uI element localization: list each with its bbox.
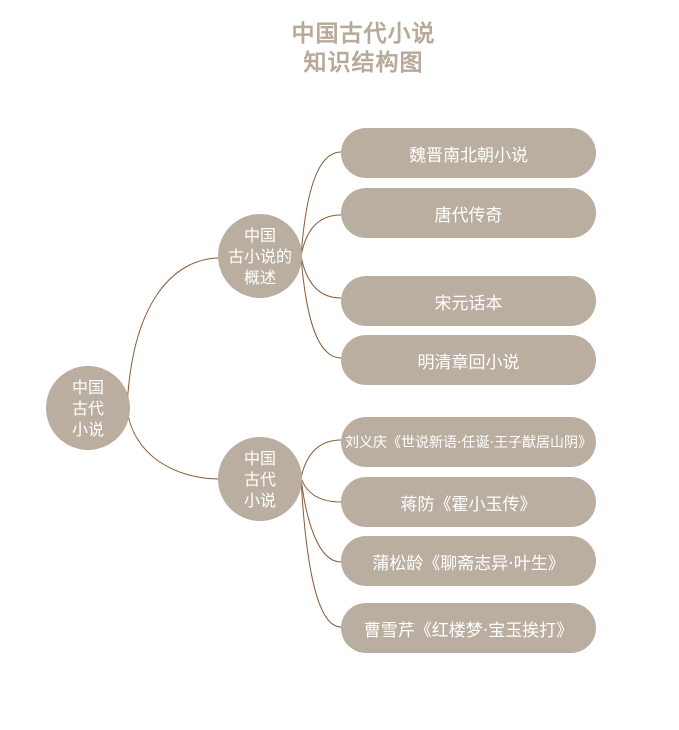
- branch-node-line: 概述: [243, 267, 276, 287]
- connector-root-branch1: [126, 257, 221, 409]
- branch-node-line: 中国: [243, 225, 276, 245]
- connector-branch2-child4: [300, 477, 342, 628]
- connector-branch1-child2: [300, 214, 342, 257]
- root-node-line: 古代: [71, 398, 104, 418]
- root-node: 中国 古代 小说: [46, 366, 130, 450]
- branch-node-novels: 中国 古代 小说: [218, 437, 302, 521]
- connector-branch2-child1: [300, 439, 342, 479]
- connector-branch1-child4: [300, 255, 342, 359]
- leaf-node: 蒋防《霍小玉传》: [341, 477, 596, 527]
- branch-node-line: 古小说的: [227, 246, 292, 266]
- connector-root-branch2: [126, 407, 221, 480]
- root-node-line: 中国: [71, 377, 104, 397]
- diagram-title-line2: 知识结构图: [303, 50, 424, 76]
- branch-node-overview: 中国 古小说的 概述: [218, 214, 302, 298]
- diagram-title-line1: 中国古代小说: [291, 21, 436, 47]
- leaf-node: 曹雪芹《红楼梦·宝玉挨打》: [341, 603, 596, 653]
- branch-node-line: 中国: [243, 448, 276, 468]
- connector-branch2-child3: [300, 477, 342, 563]
- connector-branch1-child3: [300, 255, 342, 299]
- leaf-node: 魏晋南北朝小说: [341, 128, 596, 178]
- leaf-node: 刘义庆《世说新语·任诞·王子猷居山阴》: [341, 417, 596, 467]
- leaf-node: 宋元话本: [341, 276, 596, 326]
- leaf-node: 唐代传奇: [341, 188, 596, 238]
- connector-branch1-child1: [300, 151, 342, 257]
- leaf-node: 蒲松龄《聊斋志异·叶生》: [341, 536, 596, 586]
- branch-node-line: 小说: [243, 490, 276, 510]
- branch-node-line: 古代: [243, 469, 276, 489]
- root-node-line: 小说: [71, 419, 104, 439]
- connector-branch2-child2: [300, 477, 342, 503]
- leaf-node: 明清章回小说: [341, 335, 596, 385]
